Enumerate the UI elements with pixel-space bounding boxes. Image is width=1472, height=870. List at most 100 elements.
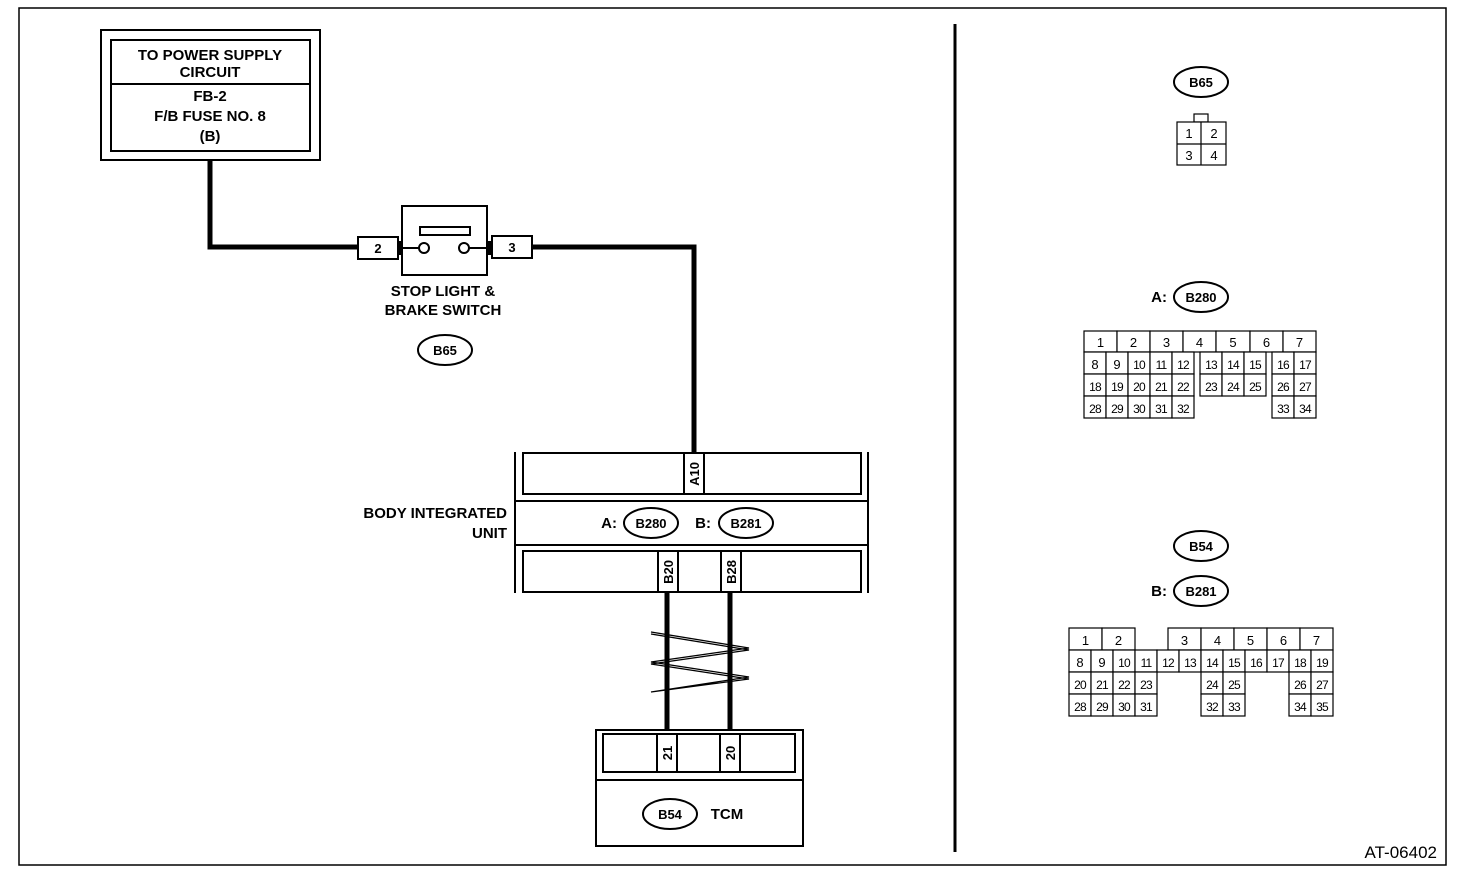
pin-number: 20 <box>1133 380 1146 394</box>
pin-number: 22 <box>1177 380 1190 394</box>
pin-number: 16 <box>1250 656 1263 670</box>
pin-number: 23 <box>1205 380 1218 394</box>
pin-number: 21 <box>1096 678 1109 692</box>
pin-number: 18 <box>1089 380 1102 394</box>
tcm-pin-20: 20 <box>723 746 738 760</box>
power-box-circuit-label: (B) <box>200 128 221 145</box>
body-unit-pin-b20: B20 <box>661 560 676 584</box>
pin-number: 25 <box>1228 678 1241 692</box>
body-unit-prefix-a: A: <box>601 515 617 532</box>
pin-number: 6 <box>1263 335 1270 350</box>
pin-number: 1 <box>1082 633 1089 648</box>
pin-number: 16 <box>1277 358 1290 372</box>
power-box-line2: CIRCUIT <box>180 64 241 81</box>
pin-cell <box>1134 693 1158 717</box>
body-unit-label-line1: BODY INTEGRATED <box>363 505 507 522</box>
pin-number: 30 <box>1133 402 1146 416</box>
pin-number: 31 <box>1155 402 1168 416</box>
pin-number: 17 <box>1299 358 1312 372</box>
pin-number: 7 <box>1313 633 1320 648</box>
power-supply-box: TO POWER SUPPLY CIRCUIT FB-2 F/B FUSE NO… <box>100 29 321 161</box>
body-integrated-unit: BODY INTEGRATED UNIT A: B280 B: B281 A10… <box>363 452 869 593</box>
pin-number: 11 <box>1141 656 1153 670</box>
pin-number: 19 <box>1111 380 1124 394</box>
power-box-line1: TO POWER SUPPLY <box>138 47 282 64</box>
legend-b65: B65 1 2 3 4 <box>1173 66 1229 166</box>
pin-number: 3 <box>1163 335 1170 350</box>
pin-number: 26 <box>1294 678 1307 692</box>
pin-number: 2 <box>1130 335 1137 350</box>
pin-number: 4 <box>1196 335 1203 350</box>
switch-pin-left: 2 <box>374 241 381 256</box>
pin-number: 1 <box>1097 335 1104 350</box>
tcm-connector-id: B54 <box>658 807 683 822</box>
pin-number: 12 <box>1162 656 1175 670</box>
pin-number: 21 <box>1155 380 1168 394</box>
pin-cell <box>1310 693 1334 717</box>
pin-number: 11 <box>1156 358 1168 372</box>
pin-cell <box>1243 373 1267 397</box>
pin-number: 22 <box>1118 678 1131 692</box>
legend-b281-connector: B281 <box>1185 584 1216 599</box>
pin-number: 5 <box>1229 335 1236 350</box>
wire-power-to-switch <box>207 160 358 250</box>
legend-b65-connector: B65 <box>1189 75 1213 90</box>
switch-label-line2: BRAKE SWITCH <box>385 302 502 319</box>
pin-number: 32 <box>1177 402 1190 416</box>
body-unit-connector-b: B281 <box>730 516 761 531</box>
figure-id: AT-06402 <box>1365 843 1437 862</box>
pin-number: 15 <box>1228 656 1241 670</box>
pin-number: 2 <box>1115 633 1122 648</box>
pin-number: 34 <box>1294 700 1307 714</box>
pin-number: 17 <box>1272 656 1285 670</box>
pin-number: 6 <box>1280 633 1287 648</box>
pin-number: 14 <box>1227 358 1240 372</box>
pin-number: 24 <box>1206 678 1219 692</box>
switch-label-line1: STOP LIGHT & <box>391 283 496 300</box>
pin-number: 32 <box>1206 700 1219 714</box>
pin-number: 28 <box>1074 700 1087 714</box>
wire-switch-to-body-unit <box>532 244 697 454</box>
legend-b65-pin-3: 3 <box>1185 148 1192 163</box>
pin-number: 8 <box>1076 655 1083 670</box>
pin-cell <box>1222 693 1246 717</box>
legend-b65-pin-2: 2 <box>1210 126 1217 141</box>
pin-number: 29 <box>1111 402 1124 416</box>
legend-b65-pin-4: 4 <box>1210 148 1217 163</box>
pin-cell <box>1293 395 1317 419</box>
body-unit-prefix-b: B: <box>695 515 711 532</box>
twisted-pair-symbol <box>650 631 750 693</box>
pin-number: 27 <box>1299 380 1312 394</box>
power-box-fb-label: FB-2 <box>193 88 226 105</box>
switch-connector-id: B65 <box>433 343 457 358</box>
pin-number: 31 <box>1140 700 1153 714</box>
pin-number: 7 <box>1296 335 1303 350</box>
pin-number: 9 <box>1113 357 1120 372</box>
pin-number: 27 <box>1316 678 1329 692</box>
pin-number: 19 <box>1316 656 1329 670</box>
pin-number: 13 <box>1184 656 1197 670</box>
pin-number: 10 <box>1133 358 1146 372</box>
diagram-frame <box>18 7 1447 866</box>
body-unit-pin-a10: A10 <box>687 462 702 486</box>
pin-number: 18 <box>1294 656 1307 670</box>
pin-number: 12 <box>1177 358 1190 372</box>
body-unit-connector-a: B280 <box>635 516 666 531</box>
pin-number: 30 <box>1118 700 1131 714</box>
pin-number: 10 <box>1118 656 1131 670</box>
body-unit-pin-b28: B28 <box>724 560 739 584</box>
power-box-fuse-label: F/B FUSE NO. 8 <box>154 108 266 125</box>
pin-number: 15 <box>1249 358 1262 372</box>
pin-number: 35 <box>1316 700 1329 714</box>
pin-number: 29 <box>1096 700 1109 714</box>
legend-b54-connector: B54 <box>1189 539 1214 554</box>
pin-number: 33 <box>1228 700 1241 714</box>
pin-cell <box>1171 395 1195 419</box>
body-unit-label-line2: UNIT <box>472 525 507 542</box>
pin-number: 13 <box>1205 358 1218 372</box>
pin-number: 26 <box>1277 380 1290 394</box>
stop-light-brake-switch: 2 3 STOP LIGHT & BRAKE SWITCH B65 <box>357 205 533 366</box>
tcm-label: TCM <box>711 806 744 823</box>
